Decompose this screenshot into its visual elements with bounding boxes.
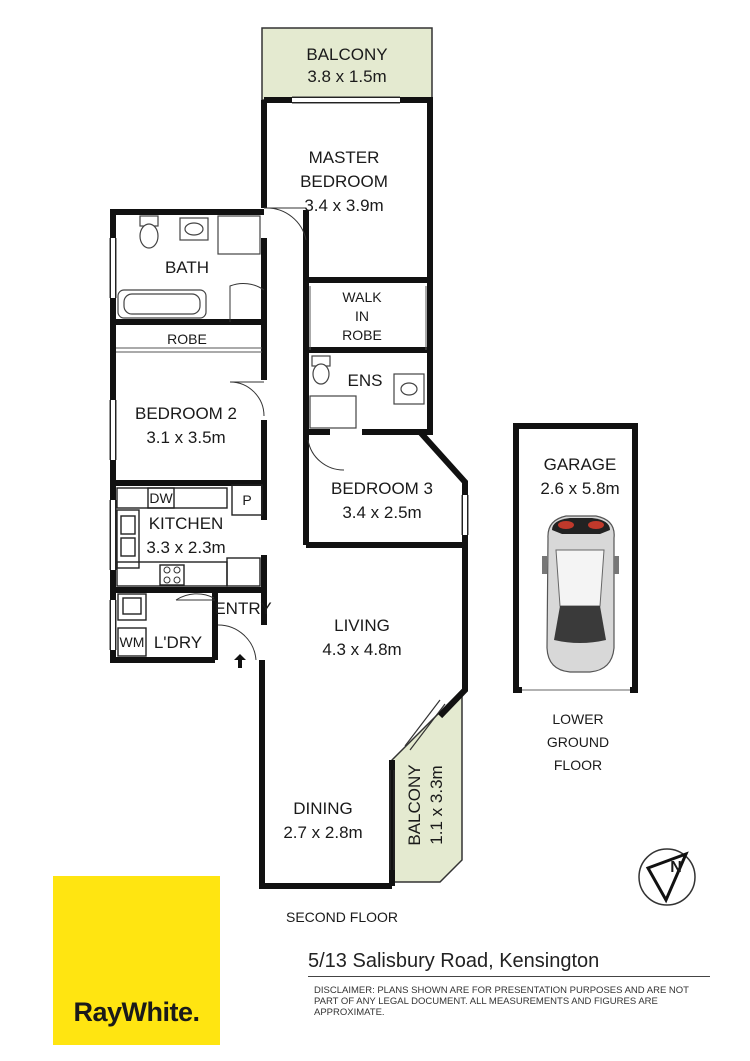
brand-logo-text: RayWhite. — [73, 997, 200, 1027]
pantry-label: P — [242, 492, 251, 508]
master-bedroom-label-2: BEDROOM — [300, 172, 388, 191]
bedroom2-size: 3.1 x 3.5m — [146, 428, 225, 447]
balcony-top-size: 3.8 x 1.5m — [307, 67, 386, 86]
windows — [109, 96, 469, 870]
property-address: 5/13 Salisbury Road, Kensington — [308, 950, 600, 972]
wm-label: WM — [120, 634, 145, 650]
second-floor-label: SECOND FLOOR — [286, 909, 398, 925]
robe-label: ROBE — [167, 331, 207, 347]
master-bedroom-label-1: MASTER — [309, 148, 380, 167]
living-label: LIVING — [334, 616, 390, 635]
bedroom3-label: BEDROOM 3 — [331, 479, 433, 498]
brand-logo: RayWhite. — [53, 876, 220, 1045]
divider — [308, 976, 710, 977]
balcony-side-label: BALCONY — [405, 764, 424, 845]
balcony-top-label: BALCONY — [306, 45, 387, 64]
lower-floor-label-3: FLOOR — [554, 757, 602, 773]
doors — [116, 207, 427, 661]
garage-label: GARAGE — [544, 455, 617, 474]
bath-label: BATH — [165, 258, 209, 277]
dining-label: DINING — [293, 799, 353, 818]
lower-floor-label-1: LOWER — [552, 711, 603, 727]
kitchen-fixtures — [116, 484, 263, 657]
balcony-side-size: 1.1 x 3.3m — [427, 765, 446, 844]
kitchen-label: KITCHEN — [149, 514, 224, 533]
entry-arrow-icon — [234, 654, 246, 668]
bath-fixtures — [117, 215, 425, 429]
car-icon — [542, 515, 619, 673]
master-bedroom-size: 3.4 x 3.9m — [304, 196, 383, 215]
lower-floor-label-2: GROUND — [547, 734, 609, 750]
balcony-top-area — [261, 27, 433, 101]
walk-in-robe-label-1: WALK — [342, 289, 382, 305]
entry-label: ENTRY — [214, 599, 271, 618]
compass-n-label: N — [670, 859, 682, 876]
living-size: 4.3 x 4.8m — [322, 640, 401, 659]
bedroom2-label: BEDROOM 2 — [135, 404, 237, 423]
kitchen-size: 3.3 x 2.3m — [146, 538, 225, 557]
bedroom3-size: 3.4 x 2.5m — [342, 503, 421, 522]
garage-size: 2.6 x 5.8m — [540, 479, 619, 498]
ens-label: ENS — [348, 371, 383, 390]
compass-icon: N — [638, 848, 696, 906]
dining-size: 2.7 x 2.8m — [283, 823, 362, 842]
laundry-label: L'DRY — [154, 633, 202, 652]
walk-in-robe-label-3: ROBE — [342, 327, 382, 343]
walk-in-robe-label-2: IN — [355, 308, 369, 324]
dw-label: DW — [149, 490, 173, 506]
disclaimer-text: DISCLAIMER: PLANS SHOWN ARE FOR PRESENTA… — [314, 985, 689, 1018]
